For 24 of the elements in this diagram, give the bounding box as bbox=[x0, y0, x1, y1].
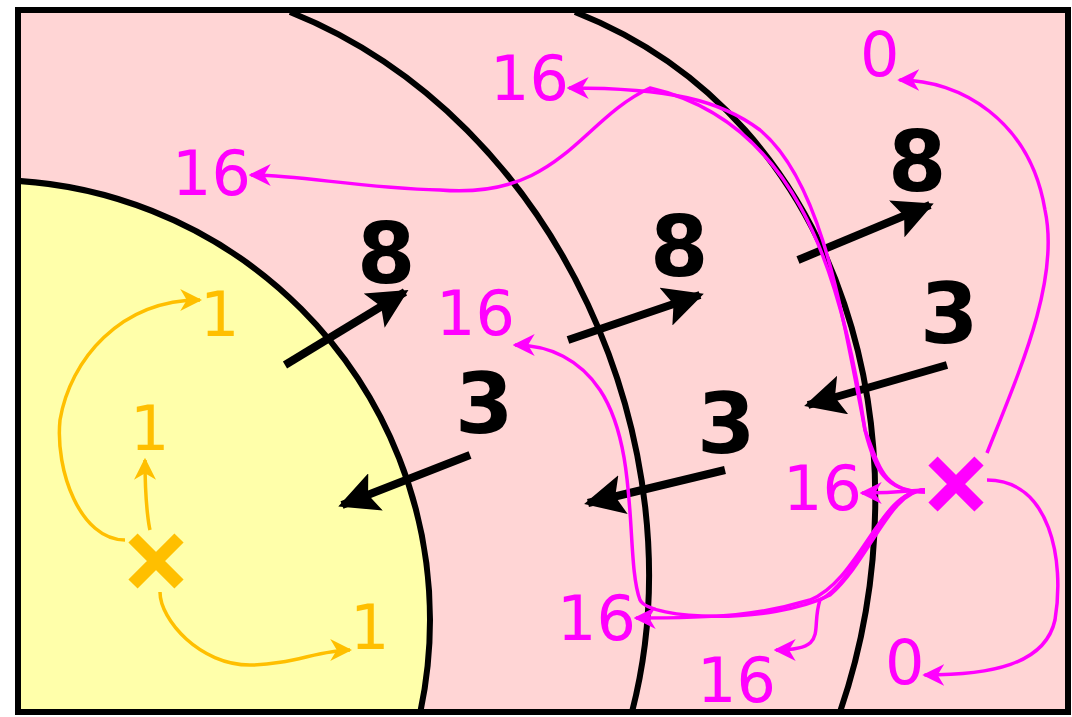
arrow bbox=[57, 290, 203, 542]
count-label: 8 bbox=[650, 205, 709, 289]
arrow bbox=[773, 488, 926, 661]
count-label: 1 bbox=[130, 398, 170, 460]
count-label: 3 bbox=[920, 272, 979, 356]
count-label: 0 bbox=[885, 632, 925, 694]
count-label: 16 bbox=[783, 458, 862, 520]
count-label: 16 bbox=[697, 650, 776, 712]
count-label: 16 bbox=[172, 143, 251, 205]
count-label: 3 bbox=[697, 382, 756, 466]
arrow bbox=[134, 457, 157, 531]
arrow bbox=[897, 70, 1050, 454]
count-label: 1 bbox=[200, 284, 240, 346]
count-label: 16 bbox=[557, 588, 636, 650]
arrow bbox=[158, 591, 353, 667]
count-label: 8 bbox=[888, 120, 947, 204]
arrow bbox=[248, 86, 926, 494]
count-label: 0 bbox=[860, 24, 900, 86]
arrow bbox=[922, 478, 1060, 686]
count-label: 16 bbox=[490, 48, 569, 110]
count-label: 3 bbox=[455, 362, 514, 446]
count-label: 8 bbox=[357, 212, 416, 296]
count-label: 16 bbox=[436, 283, 515, 345]
count-label: 1 bbox=[350, 597, 390, 659]
